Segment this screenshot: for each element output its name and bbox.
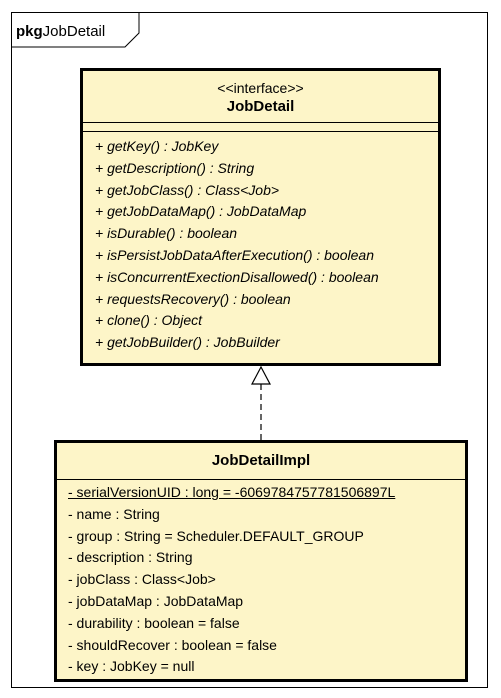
package-keyword: pkg (16, 23, 43, 40)
operation-is-persist-job-data: + isPersistJobDataAfterExecution() : boo… (95, 246, 374, 263)
interface-operations: + getKey() : JobKey + getDescription() :… (83, 132, 438, 354)
interface-divider-2 (83, 131, 438, 132)
operation-get-job-builder: + getJobBuilder() : JobBuilder (95, 334, 280, 351)
attribute-name: - name : String (68, 505, 160, 522)
operation-get-job-data-map: + getJobDataMap() : JobDataMap (95, 203, 307, 220)
impl-divider (57, 479, 465, 480)
interface-class-box[interactable]: <<interface>> JobDetail + getKey() : Job… (80, 68, 441, 366)
attribute-serial-version-uid: - serialVersionUID : long = -60697847577… (68, 484, 396, 500)
impl-header: JobDetailImpl (57, 443, 465, 479)
operation-get-description: + getDescription() : String (95, 159, 255, 176)
impl-class-box[interactable]: JobDetailImpl - serialVersionUID : long … (54, 440, 468, 682)
realization-arrowhead (251, 365, 271, 385)
attribute-key: - key : JobKey = null (68, 658, 195, 675)
package-frame (11, 12, 488, 688)
interface-header: <<interface>> JobDetail (83, 71, 438, 122)
operation-is-durable: + isDurable() : boolean (95, 225, 238, 242)
operation-get-job-class: + getJobClass() : Class<Job> (95, 181, 280, 198)
interface-attributes-compartment (83, 123, 438, 131)
impl-name: JobDetailImpl (211, 452, 311, 469)
package-name: JobDetail (42, 23, 106, 40)
operation-is-concurrent-disallowed: + isConcurrentExectionDisallowed() : boo… (95, 268, 379, 285)
package-label: pkgJobDetail (16, 23, 105, 40)
interface-name: JobDetail (226, 98, 295, 115)
interface-stereotype: <<interface>> (217, 80, 304, 96)
operation-requests-recovery: + requestsRecovery() : boolean (95, 290, 291, 307)
interface-divider-1 (83, 122, 438, 123)
attribute-job-class: - jobClass : Class<Job> (68, 571, 216, 588)
attribute-group: - group : String = Scheduler.DEFAULT_GRO… (68, 527, 364, 544)
attribute-should-recover: - shouldRecover : boolean = false (68, 636, 277, 653)
attribute-description: - description : String (68, 549, 193, 566)
impl-attributes: - serialVersionUID : long = -60697847577… (57, 480, 465, 678)
operation-get-key: + getKey() : JobKey (95, 138, 219, 154)
attribute-durability: - durability : boolean = false (68, 614, 240, 631)
attribute-job-data-map: - jobDataMap : JobDataMap (68, 592, 244, 609)
operation-clone: + clone() : Object (95, 312, 202, 329)
